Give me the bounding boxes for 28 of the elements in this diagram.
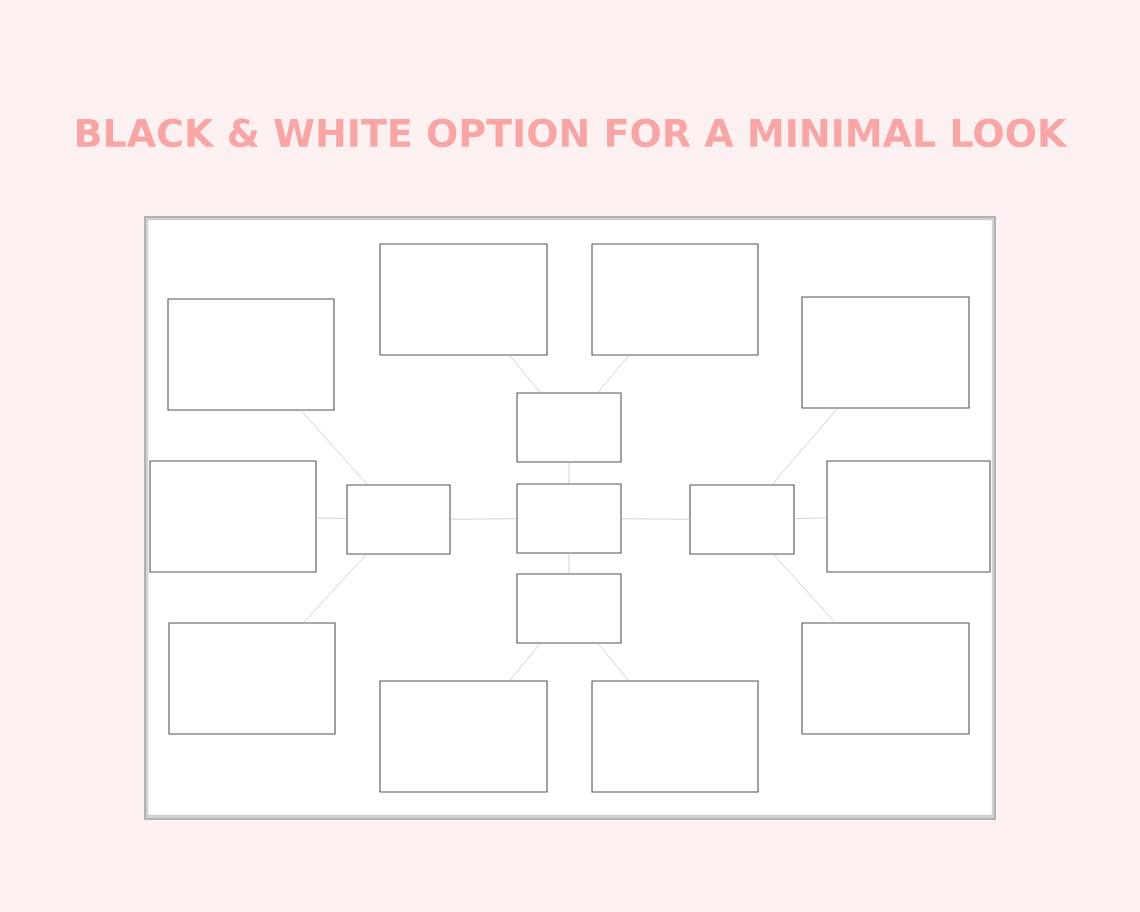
title: BLACK & WHITE OPTION FOR A MINIMAL LOOK bbox=[77, 118, 1068, 148]
empty-box bbox=[801, 296, 970, 409]
connector-line bbox=[509, 643, 541, 681]
connector-line bbox=[794, 517, 827, 519]
empty-box bbox=[689, 484, 795, 555]
empty-box bbox=[149, 460, 317, 573]
empty-box bbox=[826, 460, 991, 573]
empty-box bbox=[801, 622, 970, 735]
empty-box bbox=[516, 483, 622, 554]
empty-box bbox=[379, 243, 548, 356]
connector-line bbox=[316, 517, 347, 519]
connector-line bbox=[621, 518, 690, 520]
connector-line bbox=[597, 355, 629, 393]
empty-box bbox=[516, 392, 622, 463]
connector-line bbox=[450, 518, 517, 520]
connector-line bbox=[303, 554, 367, 623]
empty-box bbox=[167, 298, 335, 411]
empty-box bbox=[591, 243, 759, 356]
empty-box bbox=[591, 680, 759, 793]
connector-line bbox=[300, 410, 368, 485]
empty-box bbox=[346, 484, 451, 555]
connector-line bbox=[773, 554, 836, 623]
empty-box bbox=[168, 622, 336, 735]
empty-box bbox=[516, 573, 622, 644]
empty-box bbox=[379, 680, 548, 793]
connector-line bbox=[771, 408, 838, 485]
connector-line bbox=[509, 355, 541, 393]
connector-line bbox=[597, 643, 629, 681]
